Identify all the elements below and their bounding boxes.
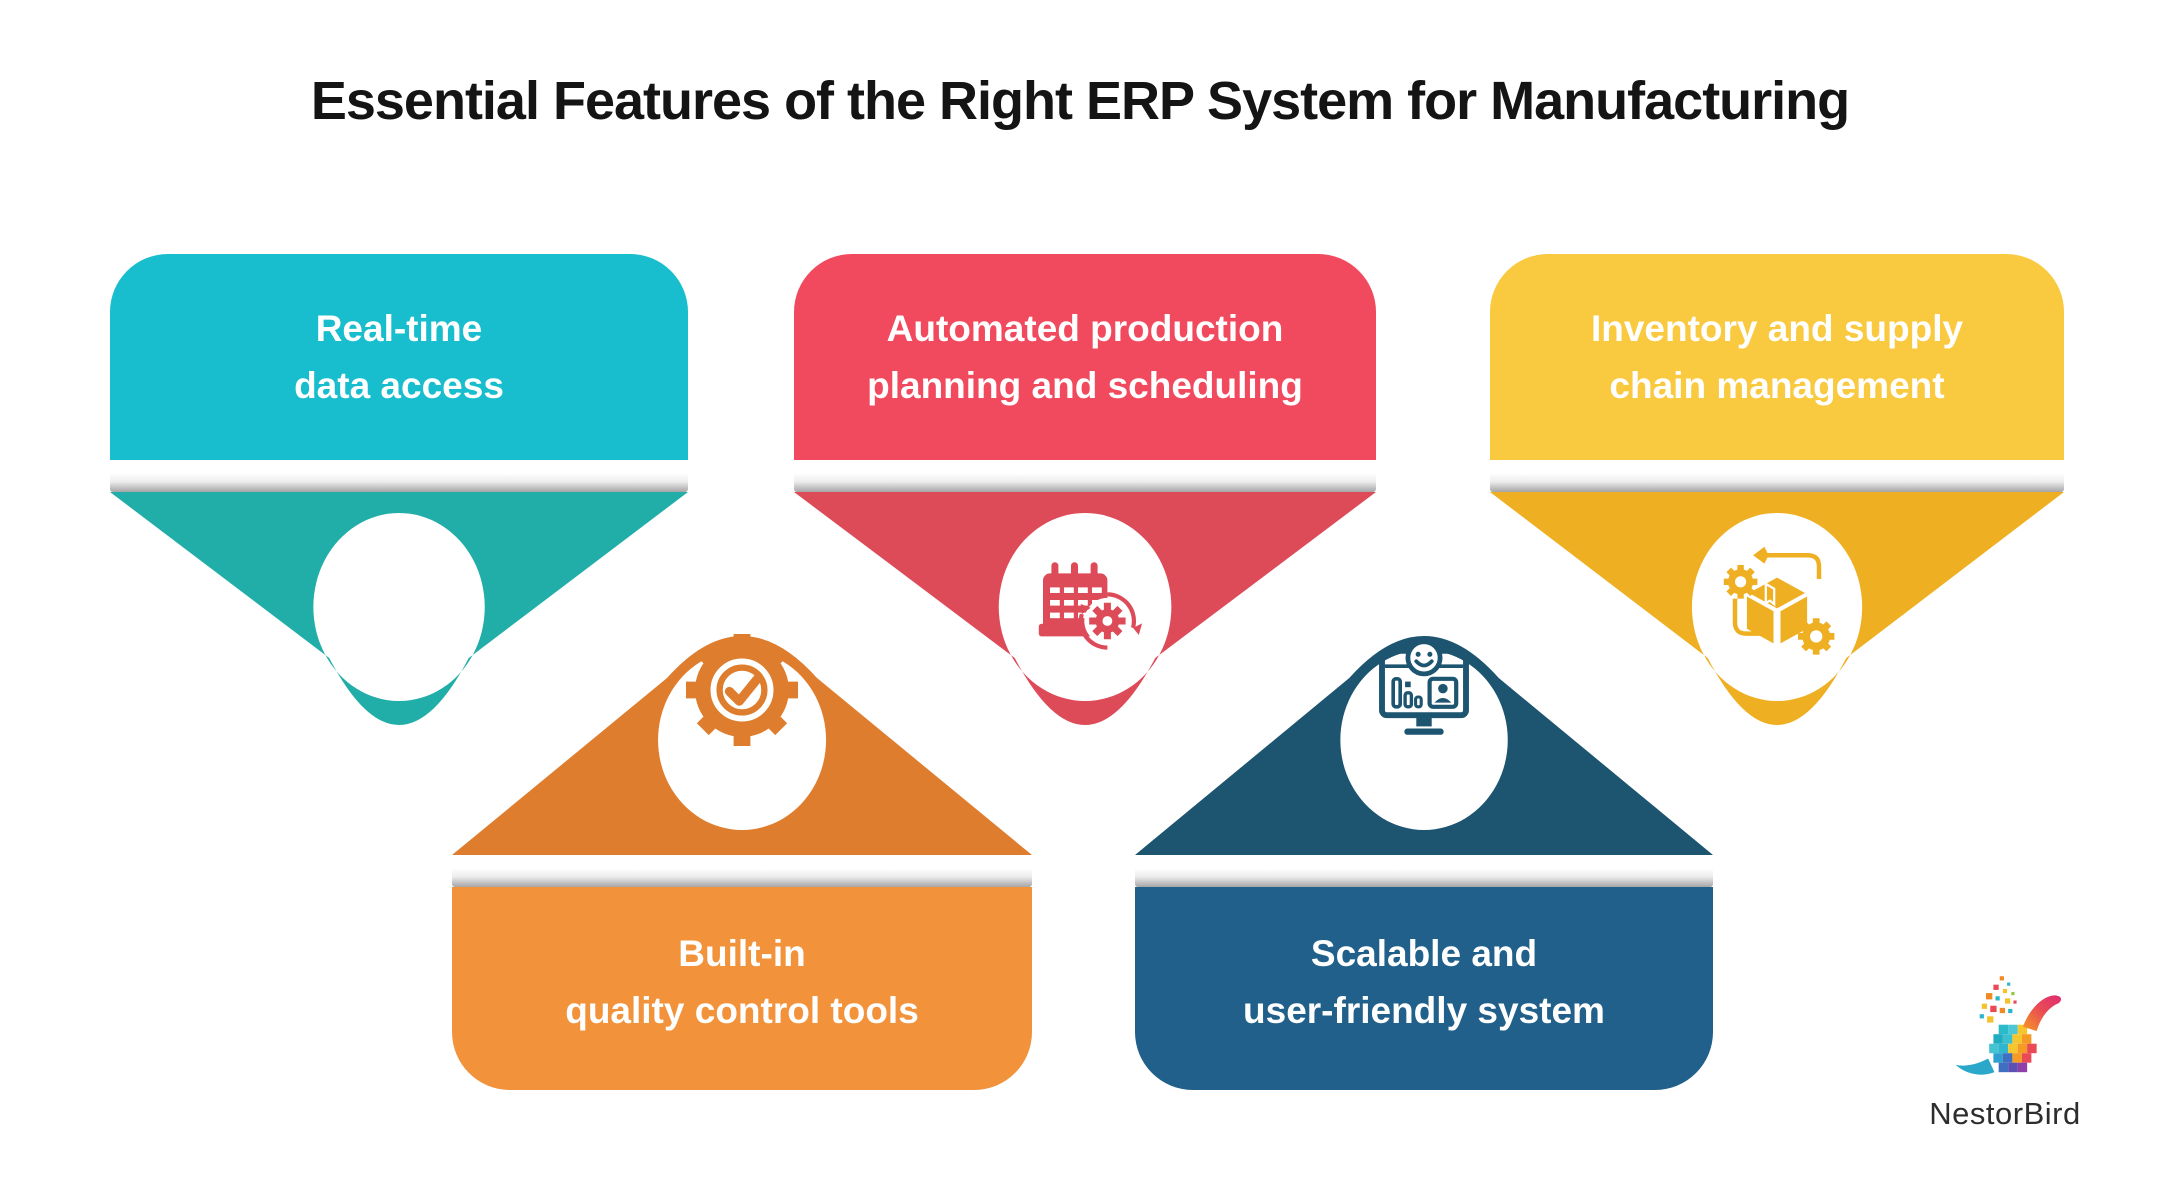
feature-card-real-time-data-access: Real-time data access: [110, 254, 688, 732]
separator-band: [452, 855, 1032, 887]
feature-label-line: data access: [294, 365, 504, 406]
feature-card-built-in-quality-control: Built-in quality control tools: [452, 620, 1032, 1090]
feature-card-automated-production-planning: Automated production planning and schedu…: [794, 254, 1376, 732]
feature-label-line: Inventory and supply: [1590, 308, 1964, 349]
feature-label: Scalable and user-friendly system: [1243, 925, 1605, 1039]
feature-label-line: planning and scheduling: [867, 365, 1303, 406]
feature-panel: Scalable and user-friendly system: [1135, 887, 1713, 1090]
monitor-user-icon: [1354, 620, 1494, 760]
feature-panel: Real-time data access: [110, 254, 688, 460]
feature-label-line: Built-in: [678, 932, 806, 974]
feature-label: Inventory and supply chain management: [1591, 300, 1963, 414]
feature-label: Real-time data access: [294, 300, 504, 414]
feature-card-inventory-supply-chain: Inventory and supply chain management: [1490, 254, 2064, 732]
separator-band: [1490, 460, 2064, 492]
feature-label-line: Scalable and: [1310, 932, 1538, 974]
feature-label: Built-in quality control tools: [565, 925, 919, 1039]
pointer-down-shape: [110, 492, 688, 725]
gear-check-icon: [672, 620, 812, 760]
separator-band: [110, 460, 688, 492]
feature-panel: Built-in quality control tools: [452, 887, 1032, 1090]
separator-band: [1135, 855, 1713, 887]
feature-label-line: quality control tools: [565, 989, 919, 1031]
feature-label-line: chain management: [1609, 365, 1945, 406]
blank-circle: [329, 537, 469, 677]
pointer-down-shape: [1490, 492, 2064, 725]
feature-label-line: Automated production: [886, 308, 1284, 349]
page-title: Essential Features of the Right ERP Syst…: [310, 71, 1850, 131]
separator-band: [794, 460, 1376, 492]
box-gears-icon: [1707, 537, 1847, 677]
feature-label: Automated production planning and schedu…: [867, 300, 1303, 414]
pointer-up-shape: [1135, 636, 1713, 855]
feature-label-line: user-friendly system: [1243, 989, 1605, 1031]
pointer-up-shape: [452, 636, 1032, 855]
brand-block: NestorBird: [1900, 972, 2110, 1132]
pointer-down-shape: [794, 492, 1376, 725]
feature-panel: Automated production planning and schedu…: [794, 254, 1376, 460]
bird-logo: [1955, 976, 2062, 1075]
calendar-sync-icon: [1015, 537, 1155, 677]
brand-name: NestorBird: [1929, 1096, 2081, 1131]
feature-label-line: Real-time: [315, 308, 483, 349]
feature-panel: Inventory and supply chain management: [1490, 254, 2064, 460]
feature-card-scalable-user-friendly: Scalable and user-friendly system: [1135, 620, 1713, 1090]
